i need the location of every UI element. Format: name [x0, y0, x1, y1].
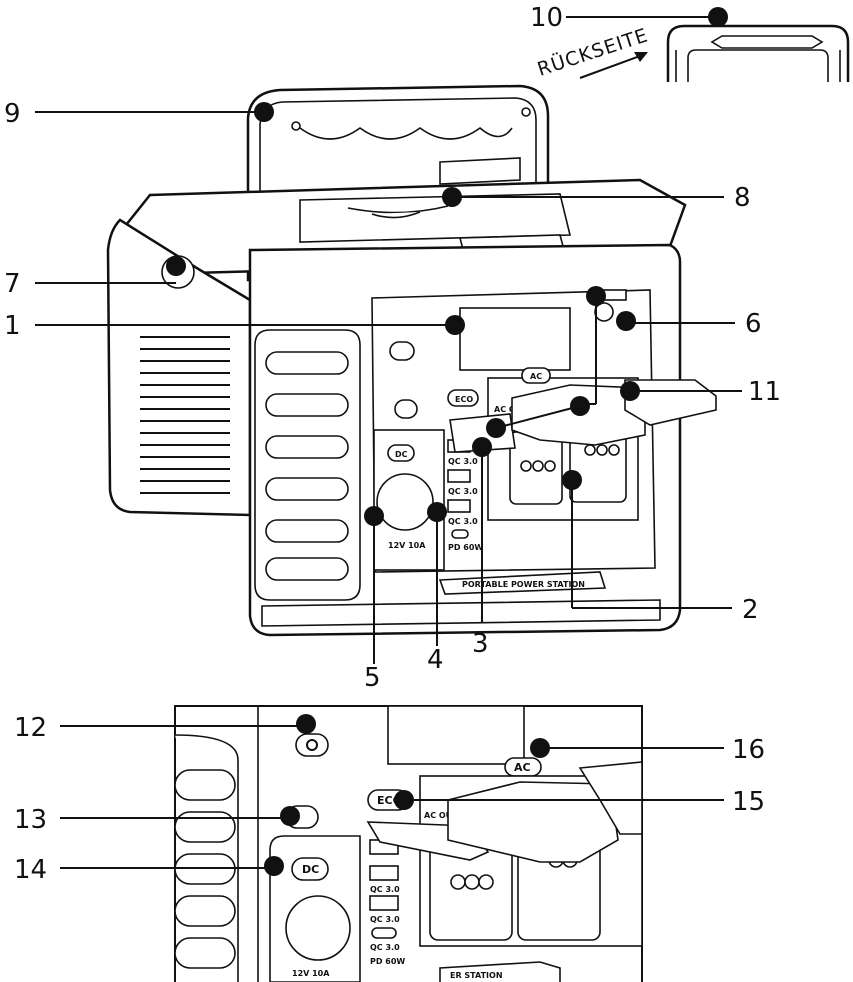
detail-dc-socket	[285, 895, 351, 961]
wireless-charging-pad	[299, 193, 572, 243]
callout-15: 15	[732, 787, 765, 817]
callout-9: 9	[4, 99, 21, 129]
detail-power-button	[295, 733, 329, 757]
dc-label: DC	[395, 450, 408, 459]
callout-5: 5	[364, 663, 381, 693]
detail-dc-button	[291, 857, 329, 881]
callout-10: 10	[530, 3, 563, 33]
dc-button	[387, 444, 415, 462]
light-button	[394, 399, 418, 419]
detail-brand-strip: ER STATION	[450, 971, 503, 980]
callout-6: 6	[745, 309, 762, 339]
callout-12: 12	[14, 713, 47, 743]
callout-2: 2	[742, 595, 759, 625]
detail-flap	[447, 781, 619, 863]
dc-rating: 12V 10A	[388, 541, 426, 550]
callouts	[35, 7, 742, 876]
ac-label: AC	[530, 372, 542, 381]
callout-7: 7	[4, 269, 21, 299]
detail-qc2: QC 3.0	[370, 915, 400, 924]
detail-qc1: QC 3.0	[370, 885, 400, 894]
brand-strip-text: PORTABLE POWER STATION	[462, 580, 585, 589]
eco-button	[447, 389, 479, 407]
usb-qc1-label: QC 3.0	[448, 457, 478, 466]
dc-socket-12v	[376, 473, 434, 531]
callout-16: 16	[732, 735, 765, 765]
ac-button	[521, 367, 551, 384]
detail-qc3: QC 3.0	[370, 943, 400, 952]
callout-11: 11	[748, 377, 781, 407]
callout-3: 3	[472, 629, 489, 659]
callout-13: 13	[14, 805, 47, 835]
usb-qc2-label: QC 3.0	[448, 487, 478, 496]
left-bumper	[106, 218, 252, 517]
power-station-front-view: ECO DC 12V 10A QC 3.0 QC 3.0 QC 3.0 PD 6…	[106, 84, 717, 637]
detail-pd: PD 60W	[370, 957, 405, 966]
callout-1: 1	[4, 311, 21, 341]
detail-ac-out: AC OUT	[424, 811, 458, 820]
ac-out-label: AC OUT	[494, 405, 528, 414]
eco-label: ECO	[455, 395, 473, 404]
detail-flap-right	[578, 761, 643, 835]
callout-4: 4	[427, 645, 444, 675]
callout-14: 14	[14, 855, 47, 885]
usb-pd-label: PD 60W	[448, 543, 483, 552]
detail-display	[387, 705, 525, 765]
power-button	[389, 341, 415, 361]
grip-slots	[265, 351, 349, 581]
detail-dc-label: DC	[302, 863, 319, 876]
display-screen	[459, 307, 571, 371]
callout-8: 8	[734, 183, 751, 213]
usb-qc3-label: QC 3.0	[448, 517, 478, 526]
back-side-inset	[666, 24, 850, 82]
detail-dc-rating: 12V 10A	[292, 969, 330, 978]
detail-ac-label: AC	[514, 761, 531, 774]
